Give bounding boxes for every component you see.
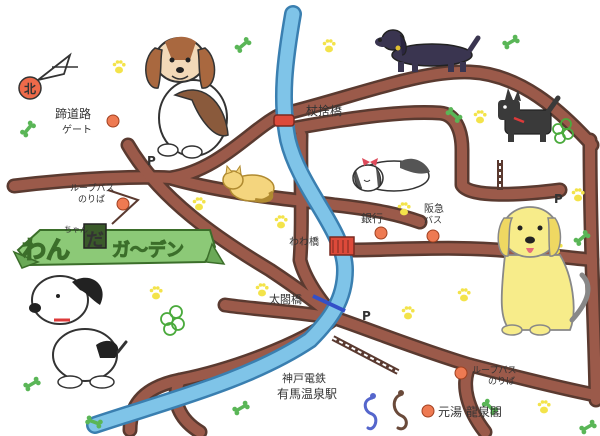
hankyu-bus-point: [426, 229, 440, 243]
bridge-lower-label: 太閤橋: [269, 292, 302, 306]
gate-label-line1: 蹄道路: [55, 106, 91, 121]
gate-point: [106, 114, 120, 128]
points-of-interest: [106, 114, 468, 418]
bridges: [273, 114, 355, 313]
compass-north-label: 北: [24, 81, 36, 96]
hot-spring-point: [421, 404, 435, 418]
bridge-top-marker: [273, 114, 295, 127]
loop-bus-right-point: [454, 366, 468, 380]
bridge-top-label: 杖捨橋: [306, 103, 342, 118]
loop-bus-right-label-line2: のりば: [488, 376, 515, 387]
sleeping-cat-icon: [222, 164, 275, 203]
hankyu-bus-label-line1: 阪急: [424, 202, 444, 215]
bank-label: 銀行: [361, 211, 383, 225]
gate-label-line2: ゲート: [62, 124, 92, 136]
beagle-dog-icon: [145, 36, 229, 159]
hot-spring-label: 元湯 龍泉閣: [438, 404, 502, 419]
river: [86, 5, 355, 434]
road-network: [6, 64, 600, 436]
bridge-lower-marker: [312, 294, 346, 313]
loop-bus-left-label-line1: ループバス: [70, 183, 114, 194]
title-text: わん ちゃん だ ガ〜デン: [21, 225, 184, 265]
bank-point: [374, 226, 388, 240]
loop-bus-right-label-line1: ループバス: [472, 365, 516, 376]
bridge-middle-marker: [329, 236, 355, 256]
loop-bus-left-label-line2: のりば: [78, 194, 105, 205]
title-small: ちゃん: [64, 225, 88, 234]
scottie-dog-icon: [498, 88, 561, 142]
parking-signs: P P P: [147, 154, 563, 323]
snoopy-dog-icon: [29, 275, 128, 389]
title-part2: だ: [86, 230, 104, 251]
seahorse-icon: [363, 390, 408, 431]
dachshund-dog-icon: [375, 29, 481, 72]
yellow-labrador-icon: [497, 206, 591, 336]
title-banner: [12, 189, 226, 269]
parking-label-2: P: [554, 192, 563, 206]
sleeping-dog-icon: [352, 158, 430, 192]
clover-bush-icon: [160, 118, 574, 336]
parking-label-3: P: [362, 309, 371, 323]
station-label-line1: 神戸電鉄: [282, 371, 326, 385]
title-part3: ガ〜デン: [112, 239, 184, 261]
map-labels: 北 蹄道路 ゲート ループバス のりば 杖捨橋 わわ橋 太閤橋 銀行 阪急 バス…: [24, 81, 516, 419]
title-part1: わん: [22, 236, 70, 264]
bridge-middle-label: わわ橋: [289, 235, 319, 248]
parking-label-1: P: [147, 154, 156, 168]
compass: [18, 52, 78, 100]
railway-track: [331, 160, 503, 375]
station-label-line2: 有馬温泉駅: [277, 387, 337, 401]
hankyu-bus-label-line2: バス: [424, 215, 442, 226]
loop-bus-left-point: [116, 197, 130, 211]
